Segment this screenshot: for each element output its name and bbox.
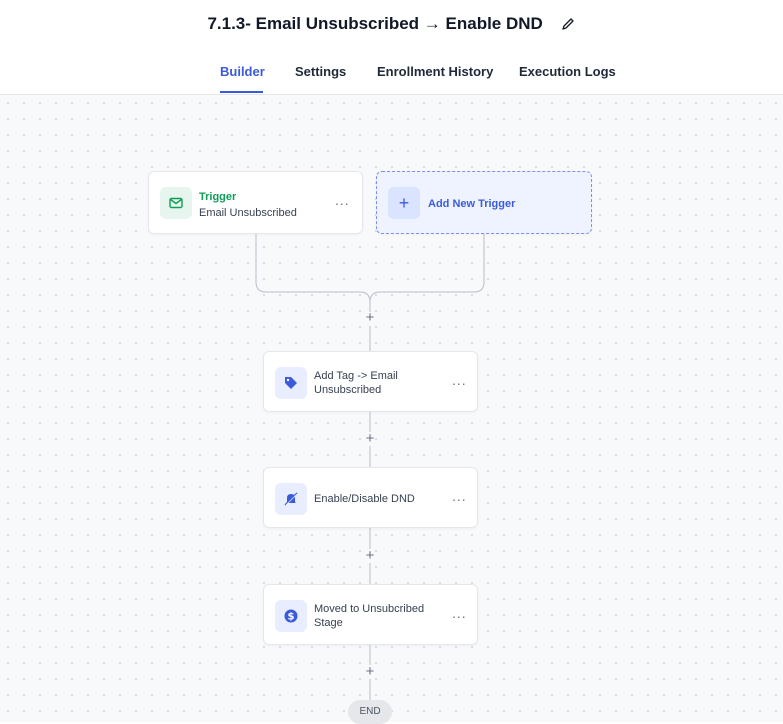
step-label-line1: Moved to Unsubcribed	[314, 603, 425, 615]
step-more-button[interactable]: ...	[452, 488, 467, 504]
add-new-trigger-card[interactable]: + Add New Trigger	[376, 171, 592, 234]
tab-builder[interactable]: Builder	[220, 64, 265, 79]
bell-off-icon	[275, 483, 307, 515]
step-card-move-stage[interactable]: $ Moved to Unsubcribed Stage ...	[263, 584, 478, 645]
add-step-button[interactable]: +	[365, 430, 375, 447]
trigger-card[interactable]: Trigger Email Unsubscribed ...	[148, 171, 363, 234]
svg-text:$: $	[288, 612, 295, 623]
active-tab-indicator	[220, 91, 263, 93]
step-more-button[interactable]: ...	[452, 605, 467, 621]
tag-icon	[275, 367, 307, 399]
trigger-subtitle: Email Unsubscribed	[199, 207, 297, 219]
workflow-tabs: Builder Settings Enrollment History Exec…	[0, 50, 783, 95]
step-card-enable-dnd[interactable]: Enable/Disable DND ...	[263, 467, 478, 528]
add-step-button[interactable]: +	[365, 547, 375, 564]
step-label-line1: Add Tag -> Email	[314, 370, 398, 382]
end-node: END	[348, 700, 392, 724]
trigger-more-button[interactable]: ...	[335, 192, 350, 208]
workflow-title-wrap: 7.1.3- Email Unsubscribed → Enable DND	[0, 14, 783, 37]
edit-pencil-icon[interactable]	[560, 16, 576, 37]
step-more-button[interactable]: ...	[452, 372, 467, 388]
add-new-trigger-label: Add New Trigger	[428, 198, 516, 210]
trigger-title: Trigger	[199, 191, 237, 203]
step-label-line2: Unsubscribed	[314, 384, 382, 396]
add-trigger-plus-icon: +	[388, 187, 420, 219]
workflow-title: 7.1.3- Email Unsubscribed → Enable DND	[207, 14, 543, 33]
add-step-button[interactable]: +	[365, 663, 375, 680]
step-label-line2: Stage	[314, 617, 343, 629]
tab-settings[interactable]: Settings	[295, 64, 347, 79]
tab-execution-logs[interactable]: Execution Logs	[519, 64, 616, 79]
workflow-header: 7.1.3- Email Unsubscribed → Enable DND	[0, 0, 783, 51]
step-label-line1: Enable/Disable DND	[314, 493, 415, 505]
dollar-icon: $	[275, 600, 307, 632]
add-step-button[interactable]: +	[365, 309, 375, 326]
tab-enrollment-history[interactable]: Enrollment History	[377, 64, 494, 79]
mail-icon	[160, 187, 192, 219]
step-card-add-tag[interactable]: Add Tag -> Email Unsubscribed ...	[263, 351, 478, 412]
